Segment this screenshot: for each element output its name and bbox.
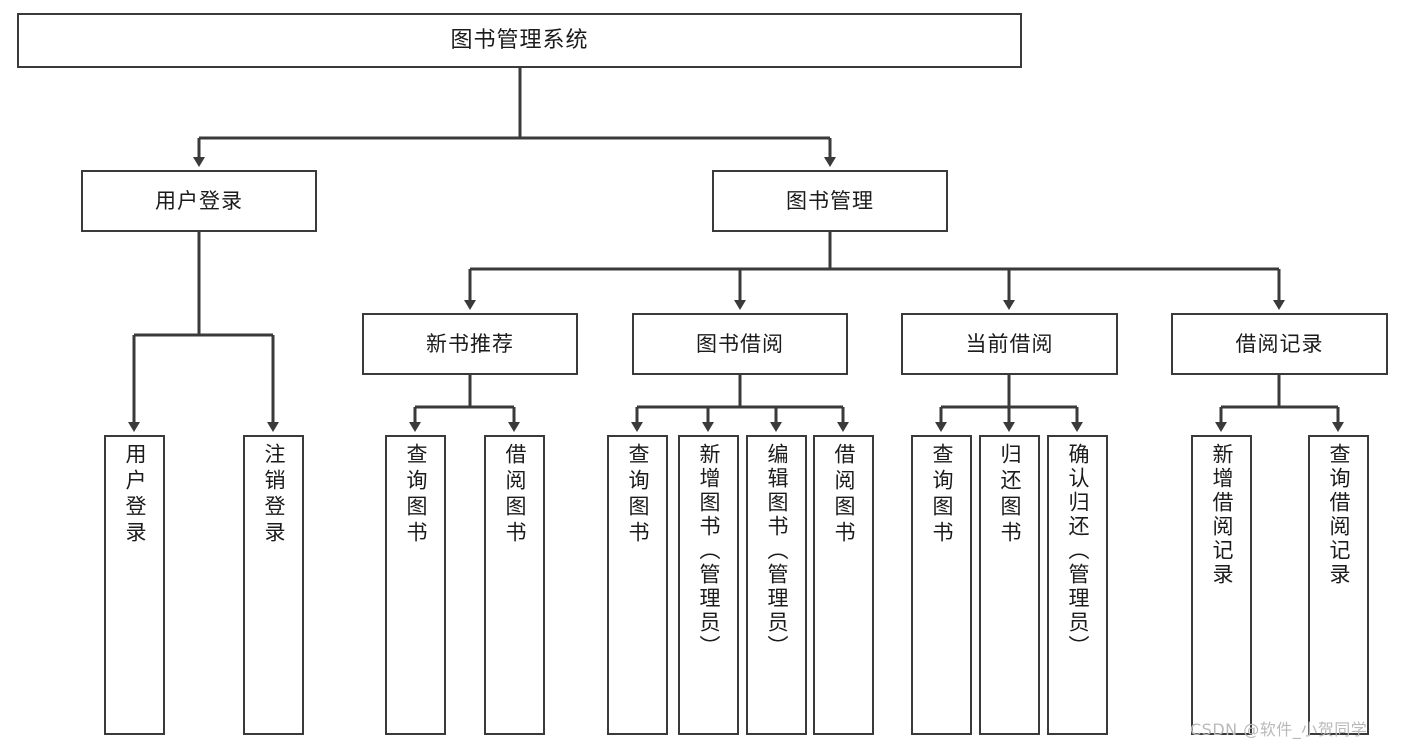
node-leaf-query-record[interactable]: 查询借阅记录 bbox=[1308, 435, 1369, 735]
node-leaf-borrow-books-2[interactable]: 借阅图书 bbox=[813, 435, 874, 735]
node-leaf-add-book[interactable]: 新增图书（管理员） bbox=[678, 435, 739, 735]
node-leaf-add-book-label: 新增图书（管理员） bbox=[697, 443, 721, 659]
node-leaf-confirm-return[interactable]: 确认归还（管理员） bbox=[1047, 435, 1108, 735]
node-leaf-return-book[interactable]: 归还图书 bbox=[979, 435, 1040, 735]
node-book-borrow-label: 图书借阅 bbox=[696, 331, 784, 356]
node-current-borrow[interactable]: 当前借阅 bbox=[901, 313, 1118, 375]
node-new-book-recommend[interactable]: 新书推荐 bbox=[362, 313, 578, 375]
node-leaf-edit-book[interactable]: 编辑图书（管理员） bbox=[746, 435, 807, 735]
node-leaf-user-login-label: 用户登录 bbox=[123, 443, 147, 547]
node-leaf-query-books-1[interactable]: 查询图书 bbox=[385, 435, 446, 735]
node-book-management-label: 图书管理 bbox=[786, 188, 874, 213]
node-root-label: 图书管理系统 bbox=[450, 27, 589, 53]
node-leaf-query-books-1-label: 查询图书 bbox=[404, 443, 428, 547]
csdn-watermark: CSDN @软件_小贺同学 bbox=[1190, 720, 1368, 739]
node-leaf-query-books-3[interactable]: 查询图书 bbox=[911, 435, 972, 735]
node-leaf-query-record-label: 查询借阅记录 bbox=[1327, 443, 1351, 587]
node-leaf-logout[interactable]: 注销登录 bbox=[243, 435, 304, 735]
node-leaf-confirm-return-label: 确认归还（管理员） bbox=[1066, 443, 1090, 659]
node-new-book-recommend-label: 新书推荐 bbox=[426, 331, 514, 356]
node-user-login-label: 用户登录 bbox=[155, 188, 243, 213]
node-leaf-borrow-books-1-label: 借阅图书 bbox=[503, 443, 527, 547]
node-leaf-query-books-3-label: 查询图书 bbox=[930, 443, 954, 547]
node-leaf-logout-label: 注销登录 bbox=[262, 443, 286, 547]
node-book-borrow[interactable]: 图书借阅 bbox=[632, 313, 848, 375]
node-leaf-add-record[interactable]: 新增借阅记录 bbox=[1191, 435, 1252, 735]
node-root[interactable]: 图书管理系统 bbox=[17, 13, 1022, 68]
node-user-login[interactable]: 用户登录 bbox=[81, 170, 317, 232]
node-leaf-return-book-label: 归还图书 bbox=[998, 443, 1022, 547]
node-book-management[interactable]: 图书管理 bbox=[712, 170, 948, 232]
node-leaf-edit-book-label: 编辑图书（管理员） bbox=[765, 443, 789, 659]
node-borrow-record[interactable]: 借阅记录 bbox=[1171, 313, 1388, 375]
node-leaf-query-books-2-label: 查询图书 bbox=[626, 443, 650, 547]
node-leaf-borrow-books-2-label: 借阅图书 bbox=[832, 443, 856, 547]
node-borrow-record-label: 借阅记录 bbox=[1235, 331, 1324, 356]
node-current-borrow-label: 当前借阅 bbox=[965, 331, 1054, 356]
node-leaf-user-login[interactable]: 用户登录 bbox=[104, 435, 165, 735]
node-leaf-add-record-label: 新增借阅记录 bbox=[1210, 443, 1234, 587]
node-leaf-borrow-books-1[interactable]: 借阅图书 bbox=[484, 435, 545, 735]
node-leaf-query-books-2[interactable]: 查询图书 bbox=[607, 435, 668, 735]
